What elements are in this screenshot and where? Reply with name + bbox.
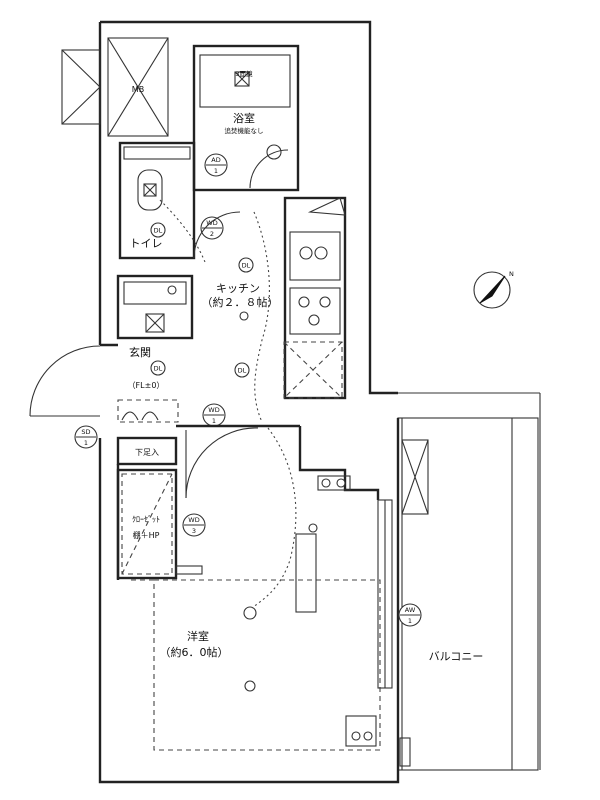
toilet-room: トイレ DL xyxy=(118,141,206,263)
door-tag-wd3: WD 3 xyxy=(182,513,206,537)
kitchen-downlight-2: DL xyxy=(238,367,247,375)
svg-text:AD: AD xyxy=(211,156,220,164)
mb-label: MB xyxy=(132,85,144,94)
closet-label-2: 棚＋HP xyxy=(133,530,160,540)
svg-text:1: 1 xyxy=(84,439,88,447)
balcony-area xyxy=(397,392,541,771)
svg-text:1: 1 xyxy=(214,167,218,175)
entrance-label: 玄関 xyxy=(129,345,151,359)
closet: ｸﾛｰｾﾞｯﾄ 棚＋HP xyxy=(116,468,203,580)
compass-north-label: N xyxy=(509,270,514,278)
bath-mirror-label: 3面鏡 xyxy=(235,69,253,78)
entrance: 玄関 （FL±0） DL xyxy=(29,343,179,423)
shoe-storage-label: 下足入 xyxy=(135,448,159,457)
balcony-window xyxy=(377,439,429,767)
svg-text:3: 3 xyxy=(192,527,196,535)
toilet-door-swing xyxy=(193,211,241,259)
svg-text:2: 2 xyxy=(210,230,214,238)
bathroom: 3面鏡 浴室 追焚機能なし xyxy=(192,44,300,192)
kitchen-size: （約２．８帖） xyxy=(202,295,279,309)
shoe-storage: 下足入 xyxy=(116,436,178,466)
bath-note: 追焚機能なし xyxy=(225,126,264,135)
western-room-label: 洋室 xyxy=(187,629,209,643)
svg-text:1: 1 xyxy=(212,417,216,425)
svg-text:WD: WD xyxy=(188,516,199,524)
svg-text:AW: AW xyxy=(405,606,416,614)
mb-box: MB xyxy=(61,37,169,137)
kitchen: キッチン （約２．８帖） DL DL xyxy=(202,196,347,423)
entrance-downlight: DL xyxy=(154,365,163,373)
window-tag-aw1: AW 1 xyxy=(398,603,422,627)
closet-label-1: ｸﾛｰｾﾞｯﾄ xyxy=(132,515,160,524)
door-tag-ad1: AD 1 xyxy=(204,153,228,177)
kitchen-label: キッチン xyxy=(216,282,260,295)
svg-text:SD: SD xyxy=(81,428,90,436)
washing-area xyxy=(116,274,194,340)
svg-text:WD: WD xyxy=(208,406,219,414)
western-room-size: （約6．0帖） xyxy=(160,645,229,659)
door-tag-wd1: WD 1 xyxy=(202,403,226,427)
svg-text:1: 1 xyxy=(408,617,412,625)
kitchen-downlight-1: DL xyxy=(242,262,251,270)
entrance-level: （FL±0） xyxy=(128,381,165,390)
toilet-downlight: DL xyxy=(154,227,163,235)
bath-label: 浴室 xyxy=(233,111,255,125)
compass-icon: N xyxy=(473,270,514,309)
balcony-label: バルコニー xyxy=(429,650,484,663)
door-tag-sd1: SD 1 xyxy=(74,425,98,449)
toilet-label: トイレ xyxy=(130,237,163,250)
svg-text:WD: WD xyxy=(206,219,217,227)
western-room: 洋室 （約6．0帖） xyxy=(128,427,381,751)
door-tag-wd2: WD 2 xyxy=(200,216,224,240)
